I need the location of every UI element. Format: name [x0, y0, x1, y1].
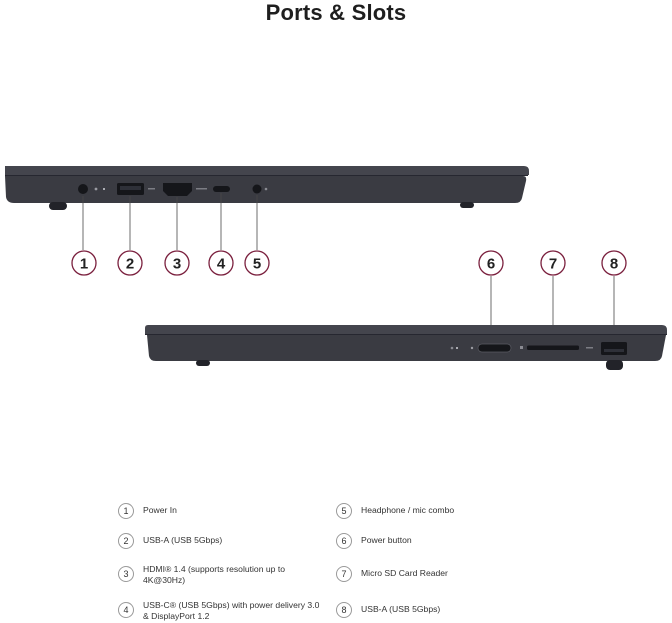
- legend-number: 7: [336, 566, 352, 582]
- page-title: Ports & Slots: [265, 0, 407, 25]
- legend-text: Power In: [143, 505, 177, 515]
- headphone-label-icon: [264, 187, 268, 191]
- legend-text: Headphone / mic combo: [361, 505, 455, 515]
- laptop-foot: [460, 202, 474, 208]
- usb-label-icon: [148, 188, 155, 190]
- usb-label-icon: [586, 347, 593, 349]
- indicator-dot-icon: [103, 188, 105, 190]
- legend-item-4: 4 USB-C® (USB 5Gbps) with power delivery…: [118, 600, 321, 622]
- legend-number: 4: [118, 602, 134, 618]
- laptop-lid: [5, 166, 529, 175]
- laptop-foot: [196, 360, 210, 366]
- legend-item-2: 2 USB-A (USB 5Gbps): [118, 533, 321, 549]
- callout-5: 5: [244, 250, 270, 276]
- legend-item-6: 6 Power button: [336, 533, 539, 549]
- legend-item-1: 1 Power In: [118, 503, 321, 519]
- legend-item-3: 3 HDMI® 1.4 (supports resolution up to 4…: [118, 564, 321, 586]
- legend-text: Micro SD Card Reader: [361, 568, 448, 578]
- usb-a-port: [601, 342, 627, 355]
- power-in-port: [78, 184, 88, 194]
- sd-label-icon: [520, 346, 523, 349]
- callout-7: 7: [540, 250, 566, 276]
- callout-3: 3: [164, 250, 190, 276]
- callout-8: 8: [601, 250, 627, 276]
- legend-item-5: 5 Headphone / mic combo: [336, 503, 539, 519]
- legend-number: 1: [118, 503, 134, 519]
- hdmi-label-icon: [196, 188, 207, 190]
- callout-1-number: 1: [80, 256, 88, 273]
- legend-number: 8: [336, 602, 352, 618]
- legend-text: USB-C® (USB 5Gbps) with power delivery 3…: [143, 600, 320, 621]
- legend-number: 6: [336, 533, 352, 549]
- power-label-icon: [470, 346, 474, 350]
- laptop-left-side: [5, 166, 529, 210]
- hdmi-port: [163, 183, 192, 196]
- callout-1: 1: [71, 250, 97, 276]
- indicator-dot-icon: [456, 347, 458, 349]
- legend-item-8: 8 USB-A (USB 5Gbps): [336, 602, 539, 618]
- laptop-foot: [49, 202, 67, 210]
- leader-lines-left: [82, 193, 258, 250]
- callout-2: 2: [117, 250, 143, 276]
- callout-3-number: 3: [173, 256, 181, 273]
- laptop-lid: [145, 325, 667, 334]
- micro-sd-slot: [527, 345, 579, 350]
- laptop-base: [147, 335, 666, 361]
- callout-4-number: 4: [217, 256, 226, 273]
- legend-text: USB-A (USB 5Gbps): [143, 535, 223, 545]
- laptop-foot: [606, 360, 623, 370]
- legend-item-7: 7 Micro SD Card Reader: [336, 566, 539, 582]
- legend-number: 3: [118, 566, 134, 582]
- headphone-jack: [252, 184, 262, 194]
- laptop-right-side: [145, 325, 667, 370]
- callout-5-number: 5: [253, 256, 261, 273]
- legend-text: USB-A (USB 5Gbps): [361, 604, 441, 614]
- power-indicator-icon: [450, 346, 454, 350]
- power-led-icon: [94, 187, 98, 191]
- callout-2-number: 2: [126, 256, 134, 273]
- legend-text: HDMI® 1.4 (supports resolution up to 4K@…: [143, 564, 285, 585]
- callout-8-number: 8: [610, 256, 618, 273]
- legend-number: 5: [336, 503, 352, 519]
- power-button: [477, 343, 512, 353]
- callout-4: 4: [208, 250, 234, 276]
- callout-6: 6: [478, 250, 504, 276]
- callout-6-number: 6: [487, 256, 495, 273]
- usb-c-port: [213, 186, 230, 192]
- legend-text: Power button: [361, 535, 412, 545]
- callout-7-number: 7: [549, 256, 557, 273]
- legend-number: 2: [118, 533, 134, 549]
